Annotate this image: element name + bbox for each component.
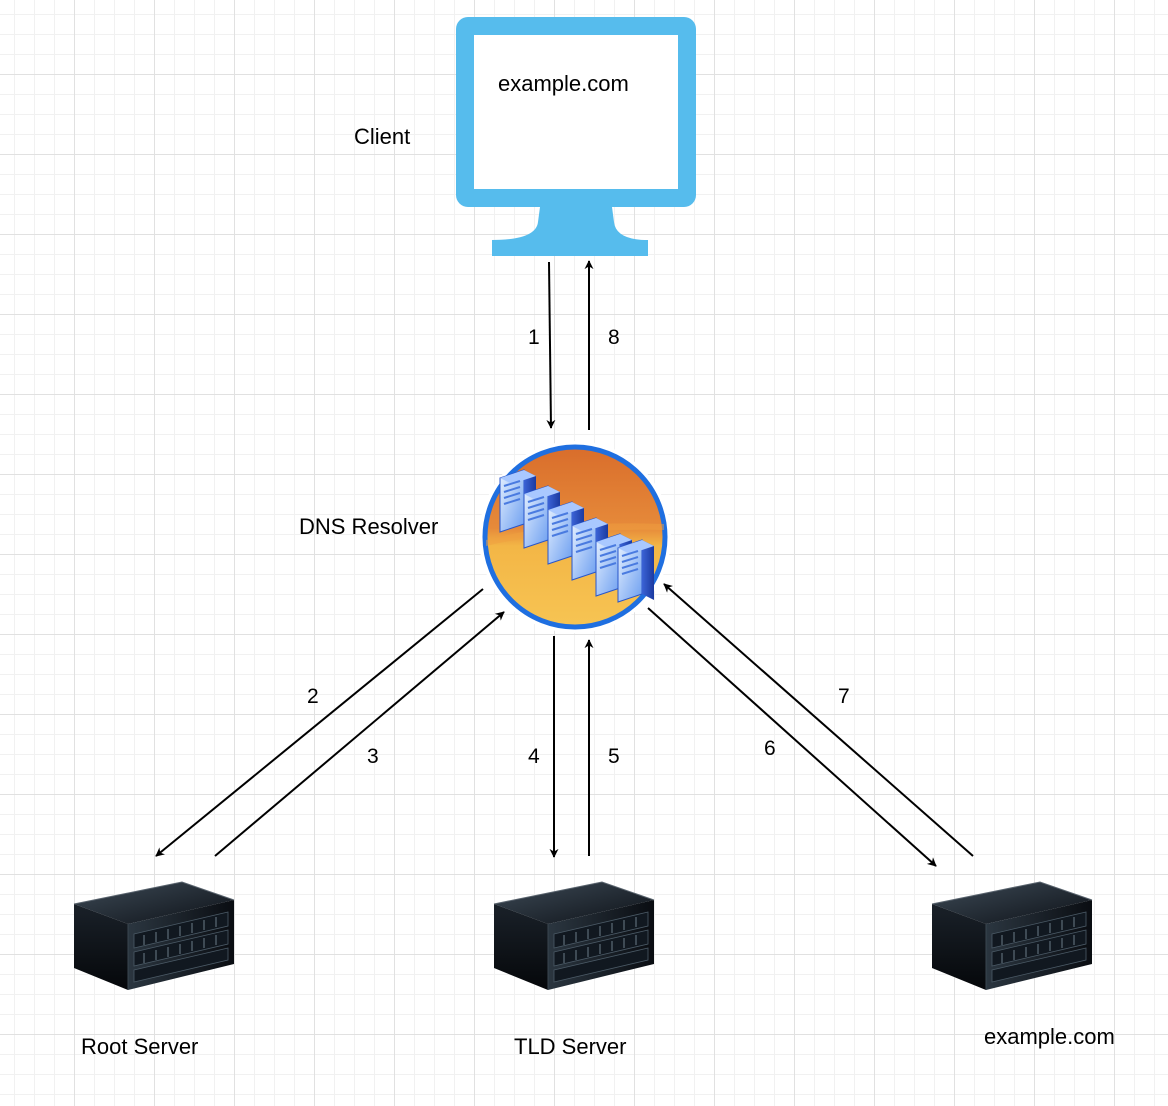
arrow-3 xyxy=(214,611,505,857)
tld-server-icon xyxy=(493,881,655,991)
step-3-label: 3 xyxy=(367,745,379,768)
step-1-label: 1 xyxy=(528,326,540,349)
arrow-7 xyxy=(663,583,974,857)
arrow-1 xyxy=(546,261,556,429)
step-8-label: 8 xyxy=(608,326,620,349)
root-server-icon xyxy=(73,881,235,991)
root-server-label: Root Server xyxy=(81,1034,199,1059)
client-screen-text: example.com xyxy=(498,71,629,96)
client-monitor-icon xyxy=(456,17,696,256)
step-5-label: 5 xyxy=(608,745,620,768)
step-4-label: 4 xyxy=(528,745,540,768)
dns-resolver-label: DNS Resolver xyxy=(299,514,439,539)
step-6-label: 6 xyxy=(764,737,776,760)
step-7-label: 7 xyxy=(838,685,850,708)
client-label: Client xyxy=(354,124,411,149)
arrow-2 xyxy=(155,588,484,857)
tld-server-label: TLD Server xyxy=(514,1034,627,1059)
authoritative-server-label: example.com xyxy=(984,1024,1115,1049)
arrow-6 xyxy=(647,607,937,867)
authoritative-server-icon xyxy=(931,881,1093,991)
dns-resolver-icon xyxy=(479,441,671,633)
step-2-label: 2 xyxy=(307,685,319,708)
